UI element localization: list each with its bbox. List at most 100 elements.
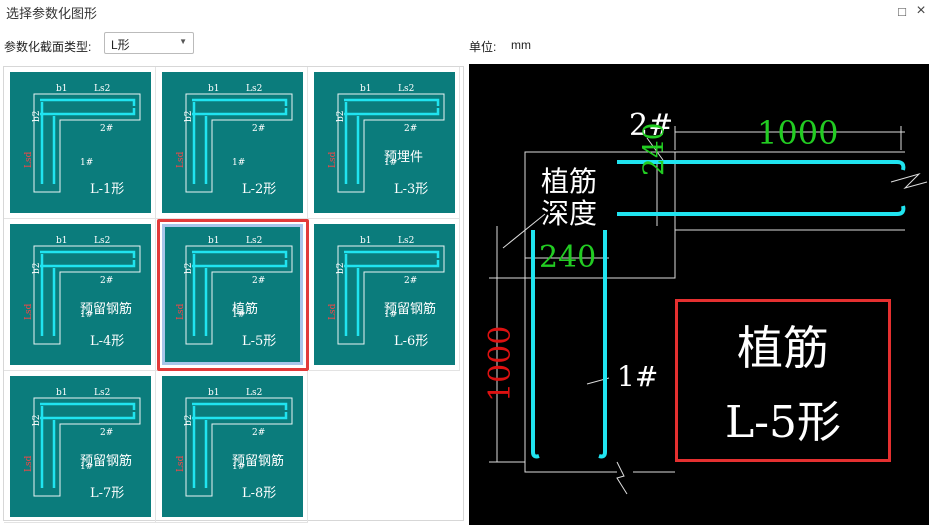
depth-label-line2: 深度 [541, 197, 598, 230]
thumbnail-drawing [185, 245, 293, 345]
thumb-bar1-label: 1# [232, 158, 246, 168]
dim-horizontal-value: 240 [539, 240, 597, 275]
thumb-bar1-label: 1# [384, 310, 398, 320]
thumbnail-line [185, 93, 293, 193]
break-right [890, 172, 928, 189]
thumb-bar2-label: 2# [252, 276, 266, 286]
dim-vertical-right-value: 240 [637, 122, 670, 176]
thumb-lsd-label: Lsd [24, 455, 34, 472]
shape-caption: L-5形 [242, 334, 277, 349]
thumbnail-line [337, 245, 445, 345]
shape-sub-caption: 植筋 [232, 302, 259, 317]
shape-name-line1: 植筋 [737, 321, 829, 375]
thumb-bar2-label: 2# [404, 276, 418, 286]
bar1-right [598, 230, 607, 459]
thumb-lsd-label: Lsd [328, 151, 338, 168]
thumb-b1-label: b1 [360, 84, 372, 94]
thumb-b1-label: b1 [208, 236, 220, 246]
thumb-lsd-label: Lsd [176, 151, 186, 168]
thumbnail-line [40, 402, 136, 410]
thumb-lsd-label: Lsd [24, 151, 34, 168]
window-title: 选择参数化图形 [6, 6, 98, 21]
maximize-icon[interactable]: □ [898, 3, 906, 19]
thumb-b2-label: b2 [184, 414, 194, 427]
thumb-bar1-label: 1# [232, 462, 246, 472]
thumb-ls2-label: Ls2 [94, 84, 111, 94]
shape-name-box: 植筋 L-5形 [675, 299, 891, 462]
column-outline [524, 278, 617, 473]
thumbnail-line [192, 402, 288, 410]
thumb-bar2-label: 2# [404, 124, 418, 134]
shape-thumbnail[interactable]: b1 Ls2 b2 2# 1# Lsd 植筋 L-5形 [162, 224, 303, 365]
shape-sub-caption: 预留钢筋 [80, 454, 133, 469]
depth-label-line1: 植筋 [541, 165, 598, 198]
thumb-ls2-label: Ls2 [246, 236, 263, 246]
thumb-bar1-label: 1# [80, 310, 94, 320]
dim-top-value: 1000 [757, 114, 839, 152]
leader-bar2 [646, 137, 664, 161]
thumb-b2-label: b2 [184, 262, 194, 275]
thumb-ls2-label: Ls2 [398, 236, 415, 246]
thumbnail-line [185, 397, 293, 497]
thumbnail-drawing [33, 93, 141, 193]
thumbnail-line [33, 397, 141, 497]
thumb-lsd-label: Lsd [328, 303, 338, 320]
unit-value: mm [511, 38, 531, 52]
break-left [616, 461, 628, 495]
dim-left-value: 1000 [483, 325, 518, 402]
thumbnail-drawing [337, 93, 445, 193]
thumb-ls2-label: Ls2 [94, 236, 111, 246]
shape-sub-caption: 预留钢筋 [232, 454, 285, 469]
thumb-bar2-label: 2# [100, 124, 114, 134]
shape-caption: L-4形 [90, 334, 125, 349]
section-type-label: 参数化截面类型: [4, 40, 92, 54]
shape-sub-caption: 预留钢筋 [80, 302, 133, 317]
thumbnail-line [192, 98, 288, 106]
thumb-b1-label: b1 [56, 388, 68, 398]
thumb-b2-label: b2 [32, 262, 42, 275]
thumbnail-line [40, 108, 136, 116]
shape-name-line2: L-5形 [724, 397, 842, 448]
thumbnail-line [344, 250, 440, 258]
thumb-b2-label: b2 [336, 110, 346, 123]
thumb-bar1-label: 1# [384, 158, 398, 168]
thumb-lsd-label: Lsd [24, 303, 34, 320]
thumbnail-line [344, 260, 440, 268]
thumb-b1-label: b1 [208, 84, 220, 94]
thumb-bar2-label: 2# [252, 124, 266, 134]
thumb-b1-label: b1 [56, 84, 68, 94]
thumb-ls2-label: Ls2 [398, 84, 415, 94]
thumbnail-line [192, 412, 288, 420]
close-icon[interactable]: × [916, 2, 926, 19]
section-type-select[interactable]: L形 ▼ [104, 32, 194, 54]
bar1-left [531, 230, 540, 459]
thumb-lsd-label: Lsd [176, 303, 186, 320]
thumb-b2-label: b2 [32, 414, 42, 427]
bar2-bottom [617, 205, 906, 216]
thumb-bar1-label: 1# [232, 310, 246, 320]
thumb-lsd-label: Lsd [176, 455, 186, 472]
thumb-ls2-label: Ls2 [246, 388, 263, 398]
shape-caption: L-8形 [242, 486, 277, 501]
thumbnail-line [337, 93, 445, 193]
shape-option[interactable]: b1 Ls2 b2 2# 1# Lsd 植筋 L-5形 [156, 219, 309, 371]
thumb-b2-label: b2 [184, 110, 194, 123]
thumb-bar2-label: 2# [100, 276, 114, 286]
bar1-label: 1# [617, 360, 659, 393]
thumb-bar1-label: 1# [80, 462, 94, 472]
